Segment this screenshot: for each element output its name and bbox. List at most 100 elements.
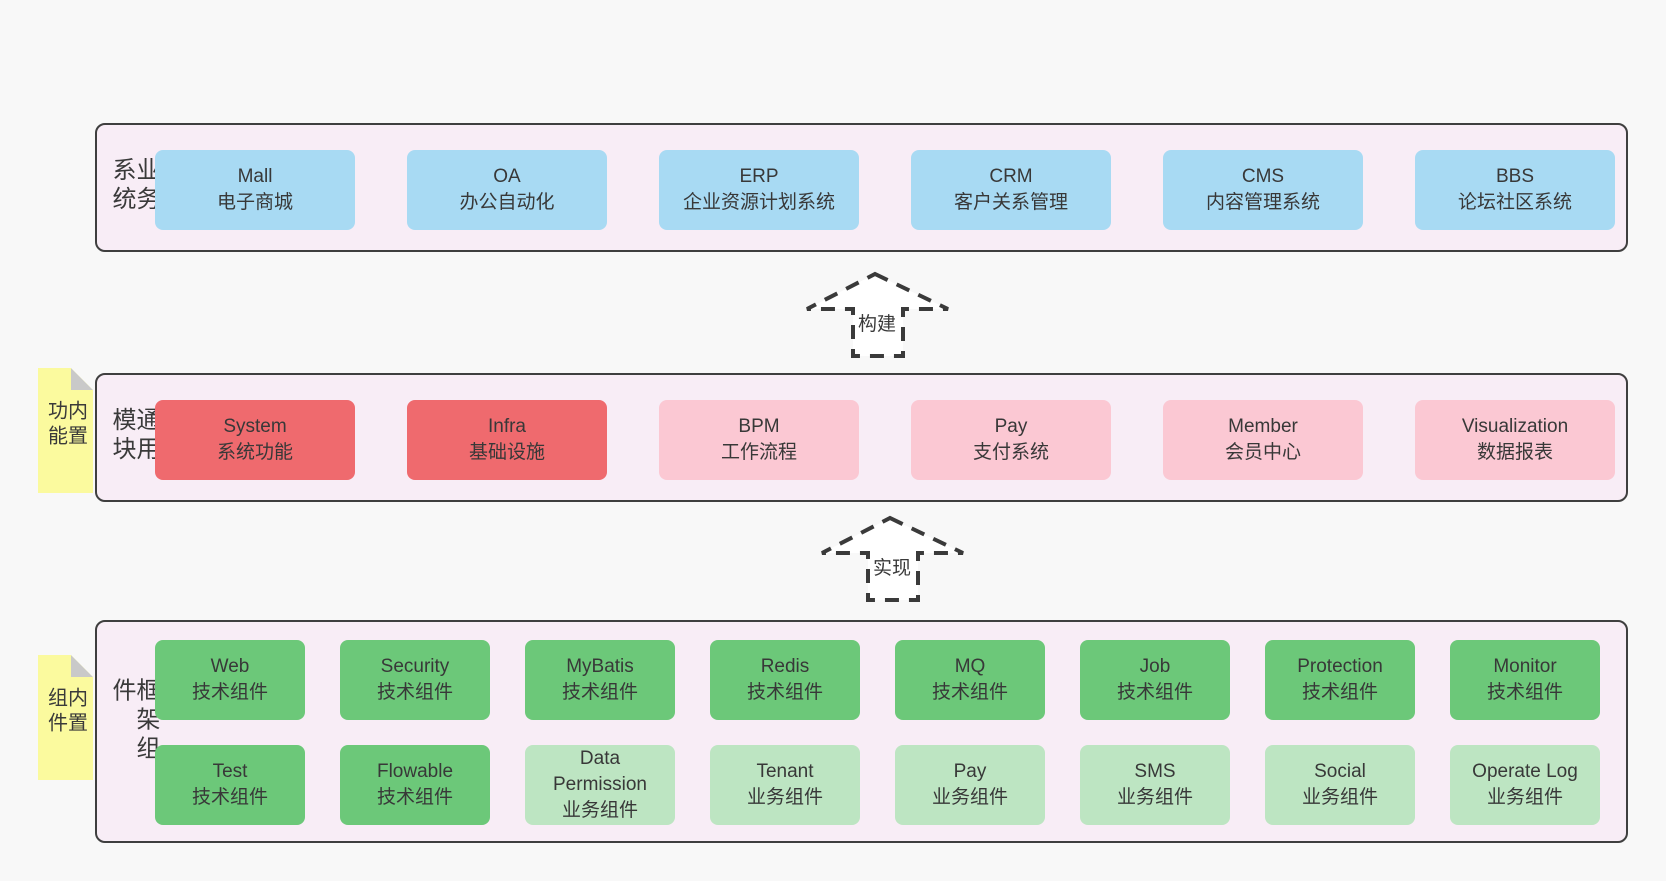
- implement-arrow-label: 实现: [873, 557, 911, 579]
- box-subtitle: 论坛社区系统: [1457, 192, 1572, 213]
- up-arrow-outline: [821, 515, 964, 602]
- box-title: CRM: [989, 166, 1033, 187]
- box-subtitle: 技术组件: [1301, 682, 1378, 703]
- module-box: BPM 工作流程: [659, 400, 859, 480]
- box-title: ERP: [739, 166, 779, 187]
- box-title: BBS: [1495, 166, 1535, 187]
- box-title: Operate Log: [1472, 761, 1578, 782]
- box-title: BPM: [738, 416, 780, 437]
- box-subtitle: 业务组件: [1301, 787, 1378, 808]
- box-subtitle: 业务组件: [561, 800, 638, 821]
- box-subtitle: 技术组件: [376, 682, 453, 703]
- folded-corner-icon: [71, 368, 93, 390]
- box-subtitle: 技术组件: [191, 787, 268, 808]
- box-subtitle: 技术组件: [191, 682, 268, 703]
- box-title: System: [223, 416, 287, 437]
- built-in-components-tab: 内置组件: [38, 655, 93, 780]
- box-title: Protection: [1297, 656, 1383, 677]
- box-title: Job: [1139, 656, 1171, 677]
- component-box: Redis 技术组件: [710, 640, 860, 720]
- component-box: Test 技术组件: [155, 745, 305, 825]
- box-subtitle: 业务组件: [1486, 787, 1563, 808]
- component-box: Web 技术组件: [155, 640, 305, 720]
- box-title: MyBatis: [566, 656, 634, 677]
- build-arrow-label: 构建: [858, 313, 896, 335]
- box-title: Tenant: [756, 761, 814, 782]
- box-subtitle: 业务组件: [746, 787, 823, 808]
- component-box: Security 技术组件: [340, 640, 490, 720]
- box-subtitle: 技术组件: [1116, 682, 1193, 703]
- box-title: CMS: [1241, 166, 1285, 187]
- box-subtitle: 数据报表: [1476, 442, 1553, 463]
- box-title: Monitor: [1493, 656, 1557, 677]
- component-box: Job 技术组件: [1080, 640, 1230, 720]
- box-subtitle: 客户关系管理: [953, 192, 1068, 213]
- business-system-box: CRM 客户关系管理: [911, 150, 1111, 230]
- built-in-features-tab: 内置功能: [38, 368, 93, 493]
- box-title: SMS: [1134, 761, 1176, 782]
- box-title: OA: [493, 166, 521, 187]
- module-box: Member 会员中心: [1163, 400, 1363, 480]
- framework-components-panel-label: 框架组件: [108, 676, 159, 764]
- component-box: Tenant 业务组件: [710, 745, 860, 825]
- box-title: Visualization: [1461, 416, 1569, 437]
- box-title: Redis: [760, 656, 810, 677]
- box-subtitle: 技术组件: [746, 682, 823, 703]
- component-box: Data Permission 业务组件: [525, 745, 675, 825]
- business-system-box: BBS 论坛社区系统: [1415, 150, 1615, 230]
- up-arrow-icon: 构建: [806, 271, 949, 358]
- common-modules-panel-label: 通用模块: [108, 406, 159, 465]
- box-title: Test: [212, 761, 248, 782]
- box-title: Social: [1314, 761, 1366, 782]
- box-title: Mall: [237, 166, 273, 187]
- component-box: MyBatis 技术组件: [525, 640, 675, 720]
- up-arrow-icon: 实现: [821, 515, 964, 602]
- box-subtitle: 技术组件: [561, 682, 638, 703]
- business-system-box: Mall 电子商城: [155, 150, 355, 230]
- built-in-components-tab-label: 内置组件: [44, 686, 87, 737]
- box-subtitle: 内容管理系统: [1205, 192, 1320, 213]
- box-title: Pay: [953, 761, 987, 782]
- box-subtitle: 技术组件: [1486, 682, 1563, 703]
- business-system-box: ERP 企业资源计划系统: [659, 150, 859, 230]
- box-title: MQ: [954, 656, 986, 677]
- folded-corner-icon: [71, 655, 93, 677]
- box-title: Data Permission: [553, 748, 647, 795]
- box-subtitle: 基础设施: [468, 442, 545, 463]
- component-box: Social 业务组件: [1265, 745, 1415, 825]
- component-box: Pay 业务组件: [895, 745, 1045, 825]
- component-box: Protection 技术组件: [1265, 640, 1415, 720]
- up-arrow-outline: [806, 271, 949, 358]
- component-box: Monitor 技术组件: [1450, 640, 1600, 720]
- box-subtitle: 技术组件: [376, 787, 453, 808]
- module-box: Visualization 数据报表: [1415, 400, 1615, 480]
- box-subtitle: 企业资源计划系统: [682, 192, 835, 213]
- box-subtitle: 工作流程: [720, 442, 797, 463]
- box-title: Security: [380, 656, 450, 677]
- box-title: Web: [210, 656, 250, 677]
- business-system-box: CMS 内容管理系统: [1163, 150, 1363, 230]
- implement-arrow: 实现: [810, 498, 970, 604]
- build-arrow: 构建: [795, 254, 955, 360]
- box-title: Member: [1228, 416, 1298, 437]
- built-in-features-tab-label: 内置功能: [44, 399, 87, 450]
- box-subtitle: 会员中心: [1224, 442, 1301, 463]
- component-box: Operate Log 业务组件: [1450, 745, 1600, 825]
- box-subtitle: 支付系统: [972, 442, 1049, 463]
- box-subtitle: 业务组件: [931, 787, 1008, 808]
- box-subtitle: 电子商城: [216, 192, 293, 213]
